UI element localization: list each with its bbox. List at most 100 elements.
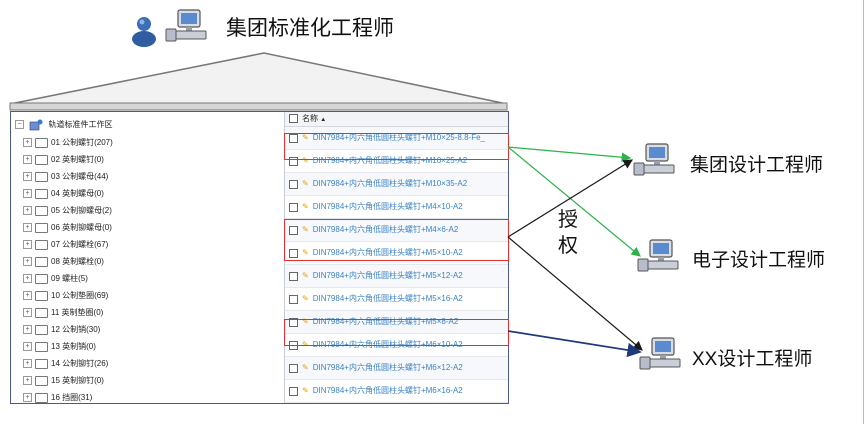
- tree-item[interactable]: +03 公制螺母(44): [23, 168, 108, 185]
- part-icon: ✎: [302, 271, 309, 280]
- part-icon: ✎: [302, 317, 309, 326]
- tree-item[interactable]: +11 英制垫圈(0): [23, 304, 103, 321]
- expand-icon[interactable]: +: [23, 240, 32, 250]
- tree-item[interactable]: +15 英制铆钉(0): [23, 372, 104, 389]
- arrow-navy-xx: [507, 330, 642, 358]
- tree-item[interactable]: +10 公制垫圈(69): [23, 287, 108, 304]
- row-checkbox[interactable]: [289, 133, 298, 143]
- list-item[interactable]: ✎DIN7984+内六角低圆柱头螺钉+M6×12-A2: [285, 357, 508, 380]
- part-icon: ✎: [302, 133, 309, 142]
- tree-item-label: 07 公制螺栓(67): [51, 240, 109, 249]
- tree-item-label: 04 英制螺母(0): [51, 189, 104, 198]
- part-icon: ✎: [302, 386, 309, 395]
- expand-icon[interactable]: +: [23, 189, 32, 199]
- select-all-checkbox[interactable]: [289, 114, 298, 124]
- part-name[interactable]: DIN7984+内六角低圆柱头螺钉+M10×25-8.8-Fe_: [312, 133, 485, 143]
- top-title: 集团标准化工程师: [226, 17, 394, 40]
- folder-icon: [35, 171, 48, 182]
- expand-icon[interactable]: +: [23, 308, 32, 318]
- part-list: 名称 ▲ ✎DIN7984+内六角低圆柱头螺钉+M10×25-8.8-Fe_ ✎…: [285, 112, 508, 403]
- tree-item[interactable]: +16 挡圈(31): [23, 389, 92, 403]
- part-icon: ✎: [302, 294, 309, 303]
- list-item[interactable]: ✎DIN7984+内六角低圆柱头螺钉+M6×16-A2: [285, 380, 508, 403]
- expand-icon[interactable]: +: [23, 206, 32, 216]
- computer-icon: [639, 337, 681, 370]
- folder-icon: [35, 324, 48, 335]
- part-name[interactable]: DIN7984+内六角低圆柱头螺钉+M5×10-A2: [312, 248, 463, 258]
- expand-icon[interactable]: +: [23, 172, 32, 182]
- expand-icon[interactable]: +: [23, 257, 32, 267]
- row-checkbox[interactable]: [289, 225, 298, 235]
- list-item[interactable]: ✎DIN7984+内六角低圆柱头螺钉+M4×10-A2: [285, 196, 508, 219]
- part-name[interactable]: DIN7984+内六角低圆柱头螺钉+M4×6-A2: [312, 225, 459, 235]
- expand-icon[interactable]: +: [23, 223, 32, 233]
- row-checkbox[interactable]: [289, 248, 298, 258]
- tree-item-label: 14 公制铆钉(26): [51, 359, 109, 368]
- part-name[interactable]: DIN7984+内六角低圆柱头螺钉+M5×8-A2: [312, 317, 459, 327]
- expand-icon[interactable]: +: [23, 138, 32, 148]
- list-item[interactable]: ✎DIN7984+内六角低圆柱头螺钉+M4×6-A2: [285, 219, 508, 242]
- part-icon: ✎: [302, 156, 309, 165]
- top-icons: [128, 8, 218, 53]
- list-item[interactable]: ✎DIN7984+内六角低圆柱头螺钉+M5×12-A2: [285, 265, 508, 288]
- list-item[interactable]: ✎DIN7984+内六角低圆柱头螺钉+M5×16-A2: [285, 288, 508, 311]
- part-name[interactable]: DIN7984+内六角低圆柱头螺钉+M6×10-A2: [312, 340, 463, 350]
- part-name[interactable]: DIN7984+内六角低圆柱头螺钉+M10×25-A2: [312, 156, 468, 166]
- row-checkbox[interactable]: [289, 363, 298, 373]
- row-checkbox[interactable]: [289, 386, 298, 396]
- tree-item[interactable]: +07 公制螺栓(67): [23, 236, 108, 253]
- list-item[interactable]: ✎DIN7984+内六角低圆柱头螺钉+M10×25-A2: [285, 150, 508, 173]
- tree-item[interactable]: +02 英制螺钉(0): [23, 151, 104, 168]
- tree-item[interactable]: +05 公制铆螺母(2): [23, 202, 112, 219]
- list-item[interactable]: ✎DIN7984+内六角低圆柱头螺钉+M10×35-A2: [285, 173, 508, 196]
- part-name[interactable]: DIN7984+内六角低圆柱头螺钉+M10×35-A2: [312, 179, 468, 189]
- part-icon: ✎: [302, 340, 309, 349]
- row-checkbox[interactable]: [289, 179, 298, 189]
- row-checkbox[interactable]: [289, 317, 298, 327]
- part-icon: ✎: [302, 225, 309, 234]
- expand-icon[interactable]: +: [23, 274, 32, 284]
- tree-item-label: 09 螺柱(5): [51, 274, 88, 283]
- tree-item[interactable]: +06 英制铆螺母(0): [23, 219, 112, 236]
- collapse-icon[interactable]: −: [15, 120, 24, 130]
- expand-icon[interactable]: +: [23, 376, 32, 386]
- tree-item[interactable]: +09 螺柱(5): [23, 270, 88, 287]
- part-name[interactable]: DIN7984+内六角低圆柱头螺钉+M6×12-A2: [312, 363, 463, 373]
- computer-icon: [637, 239, 679, 272]
- tree-item[interactable]: +12 公制销(30): [23, 321, 100, 338]
- part-icon: ✎: [302, 179, 309, 188]
- list-header[interactable]: 名称 ▲: [285, 112, 508, 127]
- column-name-header[interactable]: 名称: [302, 114, 318, 123]
- expand-icon[interactable]: +: [23, 325, 32, 335]
- tree-item[interactable]: +13 英制销(0): [23, 338, 96, 355]
- expand-icon[interactable]: +: [23, 393, 32, 403]
- part-name[interactable]: DIN7984+内六角低圆柱头螺钉+M6×16-A2: [312, 386, 463, 396]
- part-name[interactable]: DIN7984+内六角低圆柱头螺钉+M5×12-A2: [312, 271, 463, 281]
- user-icon: [132, 17, 156, 47]
- folder-icon: [35, 375, 48, 386]
- row-checkbox[interactable]: [289, 156, 298, 166]
- tree-item-label: 01 公制螺钉(207): [51, 138, 113, 147]
- tree-item[interactable]: +01 公制螺钉(207): [23, 134, 113, 151]
- expand-icon[interactable]: +: [23, 291, 32, 301]
- tree-item[interactable]: +08 英制螺栓(0): [23, 253, 104, 270]
- tree-root[interactable]: − 轨道标准件工作区: [15, 116, 112, 133]
- row-checkbox[interactable]: [289, 271, 298, 281]
- row-checkbox[interactable]: [289, 202, 298, 212]
- row-checkbox[interactable]: [289, 294, 298, 304]
- expand-icon[interactable]: +: [23, 342, 32, 352]
- computer-icon: [633, 143, 675, 176]
- expand-icon[interactable]: +: [23, 359, 32, 369]
- list-item[interactable]: ✎DIN7984+内六角低圆柱头螺钉+M5×8-A2: [285, 311, 508, 334]
- expand-icon[interactable]: +: [23, 155, 32, 165]
- list-item[interactable]: ✎DIN7984+内六角低圆柱头螺钉+M10×25-8.8-Fe_: [285, 127, 508, 150]
- arrow-black-group: [507, 159, 634, 238]
- part-name[interactable]: DIN7984+内六角低圆柱头螺钉+M5×16-A2: [312, 294, 463, 304]
- highlight-box-2: [284, 219, 509, 261]
- sort-asc-icon[interactable]: ▲: [320, 117, 327, 123]
- tree-item-label: 13 英制销(0): [51, 342, 96, 351]
- tree-item[interactable]: +14 公制铆钉(26): [23, 355, 108, 372]
- part-name[interactable]: DIN7984+内六角低圆柱头螺钉+M4×10-A2: [312, 202, 463, 212]
- list-item[interactable]: ✎DIN7984+内六角低圆柱头螺钉+M5×10-A2: [285, 242, 508, 265]
- tree-item[interactable]: +04 英制螺母(0): [23, 185, 104, 202]
